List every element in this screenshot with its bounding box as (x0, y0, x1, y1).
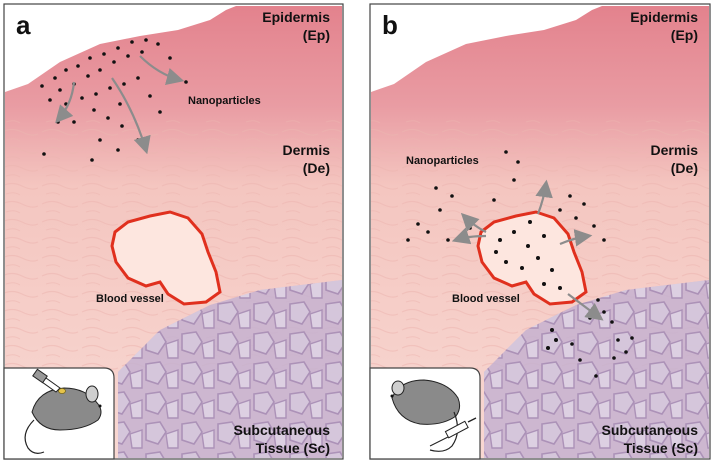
panel-a-nanoparticles-label: Nanoparticles (188, 95, 261, 107)
panel-a-epidermis-label: Epidermis (262, 9, 330, 25)
panel-a-subcutaneous-label: Subcutaneous (234, 422, 331, 438)
panel-b: b Epidermis (Ep) Dermis (De) Subcutaneou… (369, 3, 711, 460)
panel-b-letter: b (382, 10, 398, 40)
panel-a-subcutaneous-abbr: Tissue (Sc) (256, 440, 330, 456)
panel-b-nanoparticles-label: Nanoparticles (406, 155, 479, 167)
panel-b-epidermis-label: Epidermis (630, 9, 698, 25)
panel-a-fat-cells (118, 280, 342, 458)
panel-b-fat-cells (484, 280, 709, 458)
panel-a: a Epidermis (Ep) Dermis (De) Subcutaneou… (3, 3, 344, 460)
panel-a-blood-vessel-label: Blood vessel (96, 293, 164, 305)
panel-b-extravasation-arrows (451, 179, 604, 321)
panel-b-blood-vessel-label: Blood vessel (452, 293, 520, 305)
panel-a-blood-vessel (110, 210, 222, 306)
panel-b-nanoparticles (406, 150, 634, 378)
panel-a-epidermis-abbr: (Ep) (303, 27, 330, 43)
panel-a-diffusion-arrows (55, 55, 185, 155)
panel-a-nanoparticles (40, 38, 188, 162)
panel-a-dermis-label: Dermis (283, 142, 331, 158)
panel-b-subcutaneous-abbr: Tissue (Sc) (624, 440, 698, 456)
panel-b-epidermis-abbr: (Ep) (671, 27, 698, 43)
panel-b-subcutaneous-label: Subcutaneous (602, 422, 699, 438)
panel-a-letter: a (16, 10, 31, 40)
panel-b-dermis-label: Dermis (651, 142, 699, 158)
mouse-topical-dropper-icon (3, 367, 115, 460)
mouse-tail-injection-icon (369, 367, 481, 460)
panel-b-blood-vessel (476, 210, 588, 306)
panel-b-dermis-abbr: (De) (671, 160, 698, 176)
panel-a-dermis-abbr: (De) (303, 160, 330, 176)
